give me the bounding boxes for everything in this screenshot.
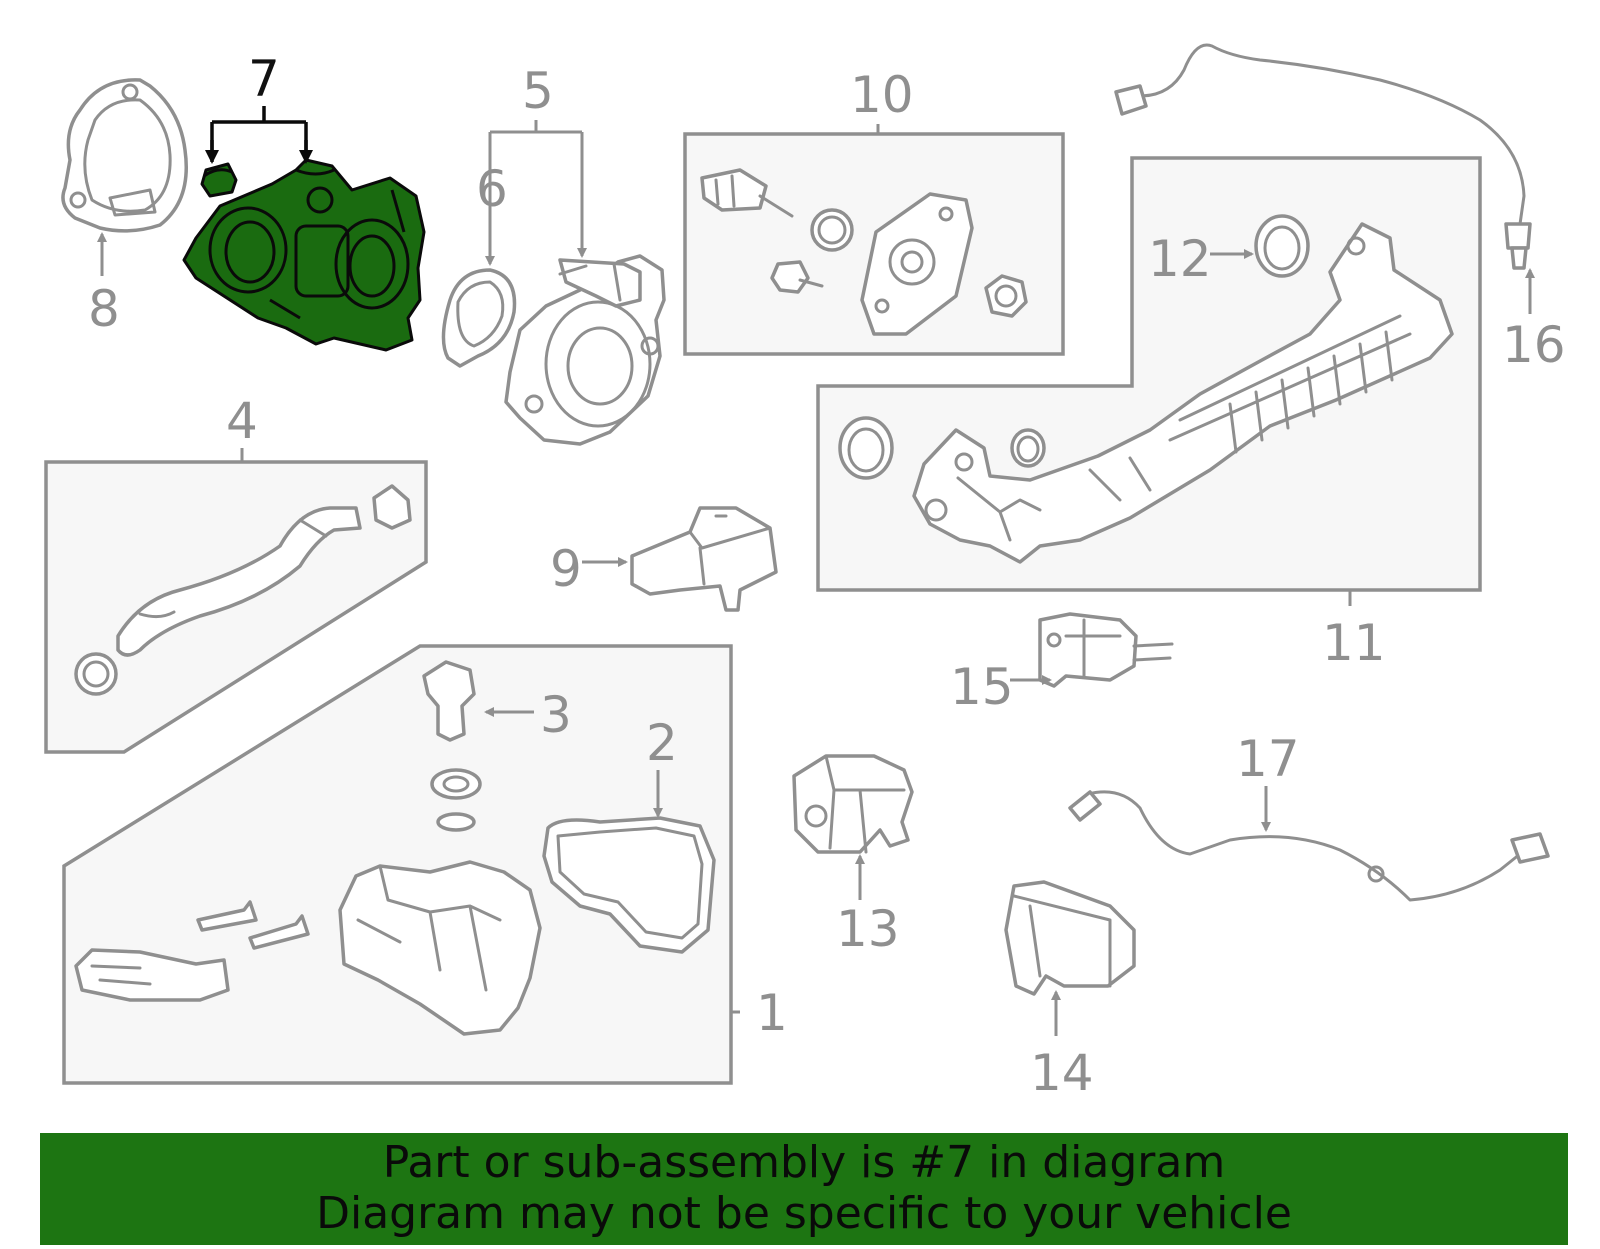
info-banner: Part or sub-assembly is #7 in diagram Di… bbox=[40, 1133, 1568, 1245]
callout-17: 17 bbox=[1236, 730, 1300, 788]
callout-15: 15 bbox=[950, 658, 1014, 716]
group-box-4 bbox=[44, 460, 428, 754]
callout-8: 8 bbox=[88, 280, 120, 338]
part-1-intake-module[interactable] bbox=[74, 860, 542, 1036]
part-11-egr-cooler[interactable] bbox=[838, 222, 1454, 564]
leader-5 bbox=[490, 120, 582, 134]
callout-12: 12 bbox=[1148, 230, 1212, 288]
part-9-pressure-sensor[interactable] bbox=[630, 506, 778, 612]
banner-line-2: Diagram may not be specific to your vehi… bbox=[316, 1188, 1292, 1239]
part-5-water-pump[interactable] bbox=[504, 254, 666, 446]
callout-2: 2 bbox=[646, 714, 678, 772]
part-10-sensor-kit[interactable] bbox=[700, 168, 1028, 336]
callout-9: 9 bbox=[550, 540, 582, 598]
leader-7 bbox=[210, 106, 308, 160]
callout-5: 5 bbox=[522, 62, 554, 120]
banner-line-1: Part or sub-assembly is #7 in diagram bbox=[382, 1137, 1226, 1188]
part-14-sensor[interactable] bbox=[1004, 880, 1136, 996]
callout-4: 4 bbox=[226, 392, 258, 450]
part-4-hose[interactable] bbox=[74, 484, 412, 696]
part-13-valve[interactable] bbox=[792, 754, 914, 854]
part-8-gasket[interactable] bbox=[61, 78, 188, 233]
callout-14: 14 bbox=[1030, 1044, 1094, 1102]
callout-11: 11 bbox=[1322, 614, 1386, 672]
part-6-gasket[interactable] bbox=[441, 268, 517, 368]
part-16-oxygen-sensor[interactable] bbox=[1114, 43, 1532, 270]
callout-13: 13 bbox=[836, 900, 900, 958]
part-3-connector[interactable] bbox=[422, 660, 482, 832]
callout-3: 3 bbox=[540, 686, 572, 744]
part-15-solenoid[interactable] bbox=[1038, 612, 1174, 688]
callout-16: 16 bbox=[1502, 316, 1566, 374]
callout-10: 10 bbox=[850, 66, 914, 124]
callout-6: 6 bbox=[476, 160, 508, 218]
part-2-gasket[interactable] bbox=[542, 816, 716, 954]
part-12-seal[interactable] bbox=[1254, 214, 1310, 278]
callout-7: 7 bbox=[248, 50, 280, 108]
callout-1: 1 bbox=[756, 984, 788, 1042]
part-7-egr-valve[interactable] bbox=[182, 158, 426, 352]
part-17-oxygen-sensor[interactable] bbox=[1068, 790, 1550, 902]
group-box-1 bbox=[62, 644, 733, 1085]
